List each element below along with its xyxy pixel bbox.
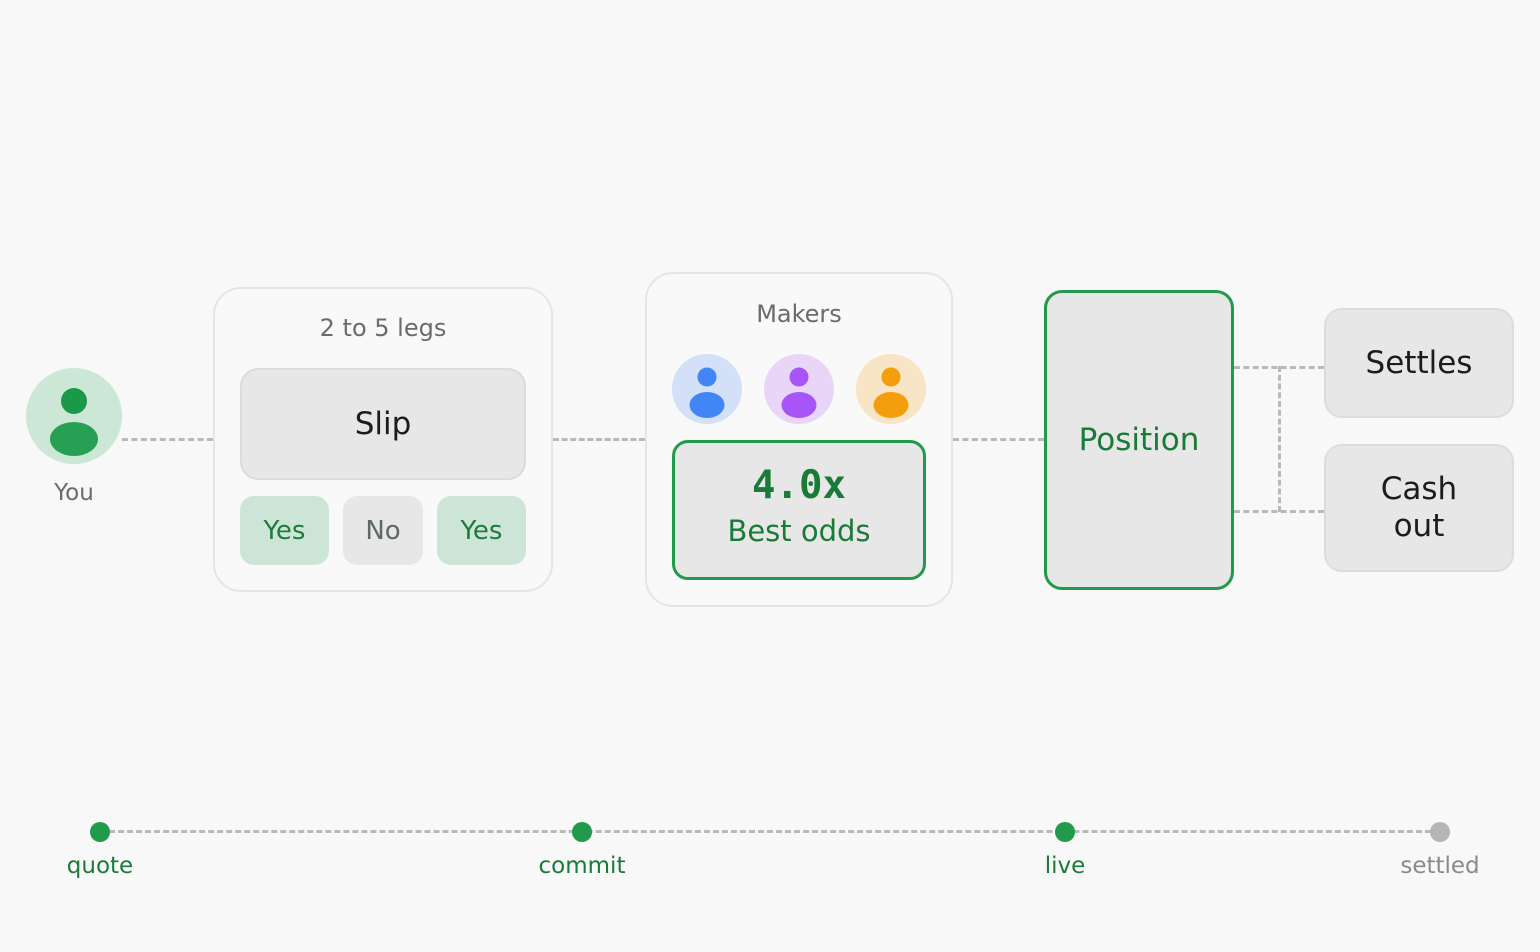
settles-box[interactable]: Settles	[1324, 308, 1514, 418]
slip-box[interactable]: Slip	[240, 368, 526, 480]
connector-you-slip	[122, 438, 213, 441]
timeline-line	[100, 830, 1440, 833]
connector-branch	[1278, 366, 1281, 512]
timeline-label-commit: commit	[538, 853, 626, 879]
maker-3-icon	[856, 354, 926, 424]
leg-2[interactable]: No	[343, 496, 423, 565]
legs-caption: 2 to 5 legs	[319, 314, 447, 342]
timeline-dot-quote	[90, 822, 110, 842]
user-icon	[50, 388, 98, 456]
makers-caption: Makers	[756, 300, 842, 328]
leg-1-label: Yes	[263, 515, 306, 546]
leg-2-label: No	[365, 515, 401, 546]
best-odds-box[interactable]	[672, 440, 926, 580]
cash-out-box[interactable]: Cash out	[1324, 444, 1514, 572]
timeline-label-quote: quote	[66, 853, 134, 879]
timeline-dot-commit	[572, 822, 592, 842]
cash-out-label: Cash out	[1380, 471, 1458, 544]
leg-3-label: Yes	[460, 515, 503, 546]
maker-1-icon	[672, 354, 742, 424]
position-box[interactable]: Position	[1044, 290, 1234, 590]
connector-slip-makers	[553, 438, 645, 441]
maker-2-icon	[764, 354, 834, 424]
slip-label: Slip	[354, 406, 412, 442]
you-label: You	[54, 480, 94, 506]
maker-avatar-1	[672, 354, 742, 424]
maker-avatar-3	[856, 354, 926, 424]
position-label: Position	[1078, 422, 1200, 458]
user-avatar	[26, 368, 122, 464]
maker-avatar-2	[764, 354, 834, 424]
timeline-dot-settled	[1430, 822, 1450, 842]
leg-3[interactable]: Yes	[437, 496, 526, 565]
timeline-label-settled: settled	[1400, 853, 1480, 879]
timeline-label-live: live	[1044, 853, 1086, 879]
connector-makers-position	[953, 438, 1044, 441]
odds-caption: Best odds	[727, 514, 871, 548]
timeline-dot-live	[1055, 822, 1075, 842]
settles-label: Settles	[1365, 344, 1473, 381]
leg-1[interactable]: Yes	[240, 496, 329, 565]
odds-value: 4.0x	[752, 463, 846, 508]
